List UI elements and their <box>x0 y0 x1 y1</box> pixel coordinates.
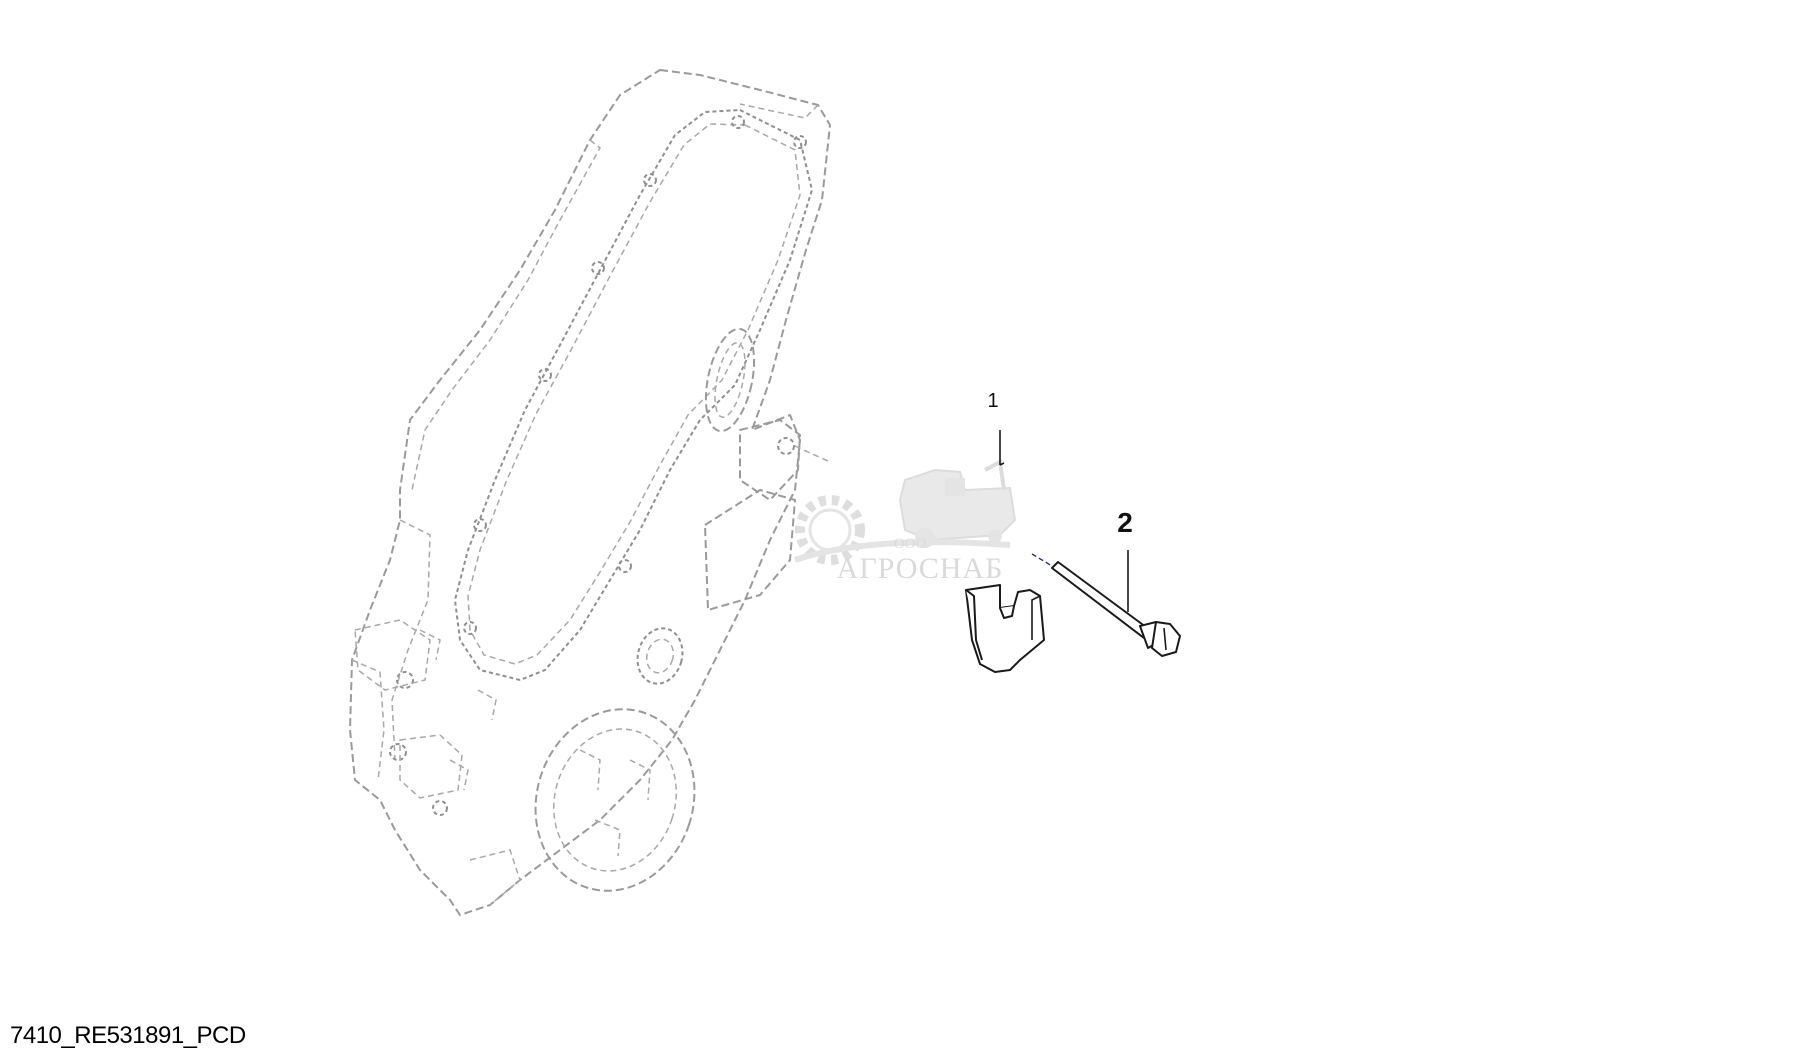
cover-bolt-holes <box>389 115 807 816</box>
figure-id-label: 7410_RE531891_PCD <box>10 1022 246 1049</box>
assembly-center-line <box>1031 553 1053 567</box>
bracket-part <box>965 584 1045 673</box>
callout-number-1: 1 <box>987 390 998 412</box>
timing-gear-cover-ghost <box>349 69 831 916</box>
callout-number-2: 2 <box>1117 507 1133 538</box>
watermark: ООО АГРОСНАБ <box>794 458 1017 585</box>
callout-2: 2 <box>1117 507 1133 612</box>
callout-1: 1 <box>987 390 1005 466</box>
watermark-company-name: АГРОСНАБ <box>837 552 1004 585</box>
watermark-company-prefix: ООО <box>894 536 927 552</box>
flange-bolt-part <box>1051 561 1181 657</box>
